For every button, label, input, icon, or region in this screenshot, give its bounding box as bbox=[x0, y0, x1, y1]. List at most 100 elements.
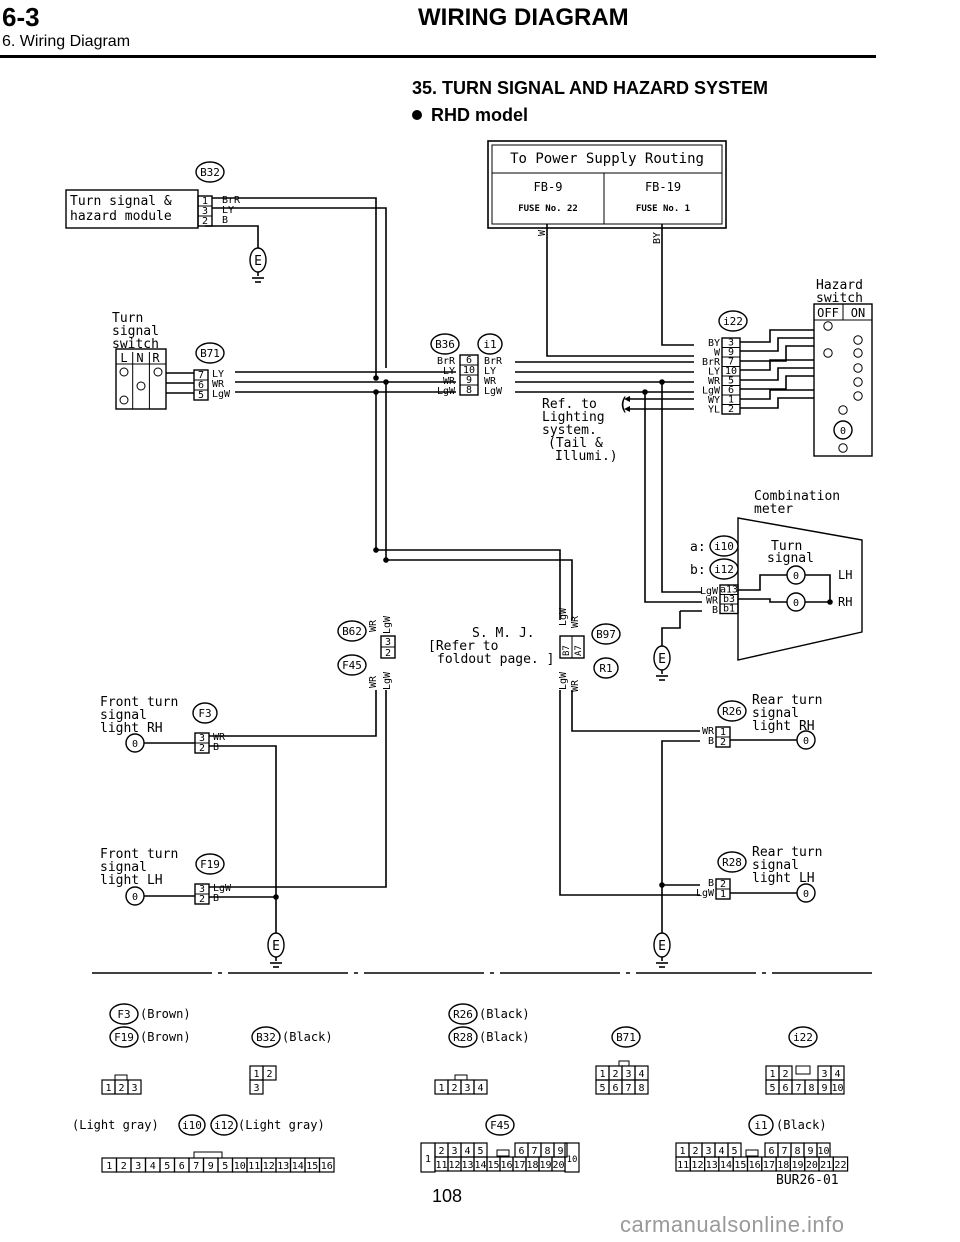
legend-f45-conn-pin: 11 bbox=[435, 1160, 447, 1171]
f45-wire-LgW: LgW bbox=[382, 671, 393, 690]
meter-lh-bulb-filament: 0 bbox=[793, 571, 799, 582]
legend-i22-conn-cell bbox=[830, 1079, 845, 1095]
conn-f3-pins-pin: 3 bbox=[199, 733, 205, 744]
rear-lh-label-2: signal bbox=[752, 858, 799, 873]
legend-b71-conn-pin: 7 bbox=[625, 1083, 631, 1094]
conn-b71-pins bbox=[193, 369, 209, 401]
meter-rh-bulb-filament: 0 bbox=[793, 598, 799, 609]
section-number: 6-3 bbox=[2, 2, 40, 32]
wire-wr-front-rh bbox=[209, 690, 377, 737]
arrow-icon bbox=[624, 396, 630, 402]
front-rh-label-3: light RH bbox=[100, 721, 163, 736]
rear-rh-label-1: Rear turn bbox=[752, 693, 822, 708]
legend-b71-badge bbox=[611, 1026, 641, 1048]
conn-i22-pins-pin: 5 bbox=[728, 376, 734, 387]
b36-right-WR: WR bbox=[484, 376, 497, 387]
conn-i22-badge bbox=[718, 310, 748, 332]
legend-i22-conn-pin: 3 bbox=[821, 1069, 827, 1080]
wire-b-rear-rh bbox=[661, 740, 700, 925]
conn-i22-pins-pin: 10 bbox=[725, 366, 737, 377]
conn-meter-pins-pin: b3 bbox=[723, 594, 735, 605]
conn-b71-pins-pin: 6 bbox=[198, 380, 204, 391]
front-lh-label-2: signal bbox=[100, 860, 147, 875]
meter-wire bbox=[738, 574, 787, 591]
legend-i10-conn-pin: 11 bbox=[248, 1161, 260, 1172]
legend-f45-conn-pin: 18 bbox=[526, 1160, 538, 1171]
legend-f45-conn-pin: 9 bbox=[557, 1146, 563, 1157]
conn-f19-pins-pin: 3 bbox=[199, 884, 205, 895]
comb-meter-label-1: Combination bbox=[754, 489, 840, 504]
hazard-contact bbox=[853, 363, 863, 373]
legend-f45-conn-pin: 6 bbox=[518, 1146, 524, 1157]
ground-e-4-label: E bbox=[658, 939, 666, 954]
wire-hazard bbox=[740, 367, 814, 381]
diagram-title: 35. TURN SIGNAL AND HAZARD SYSTEM bbox=[412, 78, 769, 98]
legend-i10-conn-pin: 9 bbox=[208, 1161, 214, 1172]
figure-code: BUR26-01 bbox=[776, 1173, 839, 1188]
legend-i10-conn-pin: 15 bbox=[306, 1161, 318, 1172]
legend-b32-conn-pin: 3 bbox=[253, 1083, 259, 1094]
legend-f45-conn-pin: 19 bbox=[539, 1160, 551, 1171]
meter-wire bbox=[738, 598, 787, 603]
legend-i1-conn-pin: 16 bbox=[749, 1160, 761, 1171]
legend-i1-conn-pin: 14 bbox=[720, 1160, 732, 1171]
i22-wire-BY: BY bbox=[708, 338, 720, 349]
conn-i22-pins-pin: 7 bbox=[728, 357, 734, 368]
legend-i10-conn-pin: 3 bbox=[135, 1161, 141, 1172]
legend-f45-conn-pin: 8 bbox=[544, 1146, 550, 1157]
legend-i10-conn-pin: 4 bbox=[150, 1161, 156, 1172]
turn-switch-label-3: switch bbox=[112, 337, 159, 352]
f19-wire-LgW: LgW bbox=[213, 883, 232, 894]
legend-i1-conn-cell bbox=[832, 1156, 849, 1172]
conn-i1-badge-label: i1 bbox=[483, 338, 496, 351]
f19-wire-B: B bbox=[213, 893, 219, 904]
conn-r1-badge bbox=[593, 657, 619, 679]
legend-i22-badge bbox=[788, 1026, 818, 1048]
rear-rh-label-3: light RH bbox=[752, 719, 815, 734]
smj-label-3: foldout page. ] bbox=[437, 652, 554, 667]
hazard-indicator-bulb-filament: 0 bbox=[840, 426, 846, 437]
r26-wire-B: B bbox=[708, 736, 714, 747]
wire-hazard bbox=[740, 375, 814, 390]
section-title: WIRING DIAGRAM bbox=[418, 4, 629, 31]
legend-f45-badge bbox=[485, 1114, 515, 1136]
wire-wr-rear-rh bbox=[571, 690, 700, 732]
b36-left-LgW: LgW bbox=[437, 386, 456, 397]
meter-turn-label-2: signal bbox=[767, 551, 814, 566]
legend-i22-badge-label: i22 bbox=[793, 1031, 813, 1044]
legend-i10-conn-pin: 5 bbox=[164, 1161, 170, 1172]
r26-wire-WR: WR bbox=[702, 726, 715, 737]
turn-switch-pos-L: L bbox=[120, 351, 127, 365]
b36-right-LY: LY bbox=[484, 366, 496, 377]
legend-i1-conn-pin: 9 bbox=[807, 1146, 813, 1157]
meter-wire-LgW: LgW bbox=[700, 586, 719, 597]
front-rh-bulb-filament: 0 bbox=[132, 739, 138, 750]
wire-lgw-front-lh bbox=[209, 690, 387, 888]
legend-r26-conn-pin: 4 bbox=[477, 1083, 483, 1094]
legend-f45-conn-pin: 16 bbox=[500, 1160, 512, 1171]
wire-hazard bbox=[740, 389, 814, 400]
switch-contact bbox=[119, 367, 129, 377]
legend-i1-conn-pin: 13 bbox=[706, 1160, 718, 1171]
conn-i1-badge bbox=[477, 333, 503, 355]
turn-switch-pos-N: N bbox=[136, 351, 143, 365]
diagram-model-label: RHD model bbox=[431, 105, 529, 125]
legend-i10-badge-label: i10 bbox=[182, 1119, 202, 1132]
legend-i1-conn-pin: 20 bbox=[806, 1160, 818, 1171]
front-lh-bulb-filament: 0 bbox=[132, 892, 138, 903]
conn-i22-pins-pin: 1 bbox=[728, 395, 734, 406]
wire-lgw-meter bbox=[661, 382, 702, 593]
legend-b32-conn-pin: 1 bbox=[253, 1069, 259, 1080]
wire-b-front-lh bbox=[209, 896, 277, 925]
legend-b32-color: (Black) bbox=[282, 1030, 333, 1044]
subsection-title: 6. Wiring Diagram bbox=[2, 33, 131, 50]
conn-b62-pins-pin: 2 bbox=[385, 648, 391, 659]
conn-b32-badge bbox=[195, 161, 225, 183]
legend-r26-conn-cell bbox=[473, 1079, 488, 1095]
turn-switch-label-1: Turn bbox=[112, 311, 143, 326]
legend-i1-badge-label: i1 bbox=[754, 1119, 767, 1132]
page-header: 6-3 WIRING DIAGRAM 6. Wiring Diagram bbox=[0, 0, 960, 60]
ref-lighting-label-4: (Tail & bbox=[548, 436, 603, 451]
legend-f3-conn-pin: 2 bbox=[118, 1083, 124, 1094]
legend-i22-conn-pin: 10 bbox=[831, 1083, 843, 1094]
